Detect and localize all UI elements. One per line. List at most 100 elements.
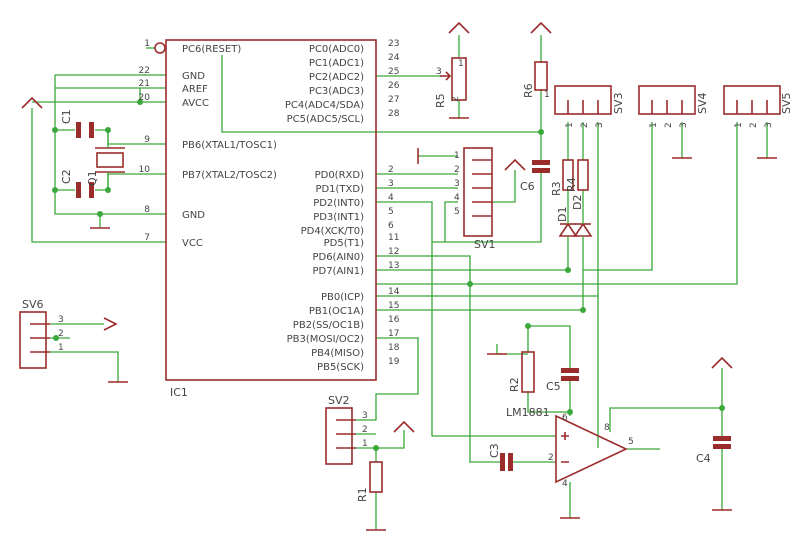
sv5-pin1-wire	[376, 122, 738, 285]
ic1-pin-number: 26	[388, 81, 400, 91]
ic1-pin-name: PD5(T1)	[324, 238, 364, 249]
crystal-q1	[95, 130, 125, 190]
sv6-body	[19, 311, 47, 369]
ic1-pin-name: PB3(MOSI/OC2)	[287, 334, 365, 345]
lm1881-body	[555, 414, 628, 484]
ic1-pin-number: 24	[388, 53, 400, 63]
pin-number-sv3-p1: 1	[565, 122, 575, 128]
pin-number-sv3-p3: 3	[595, 122, 605, 128]
ic1-pin-name: PD7(AIN1)	[312, 266, 364, 277]
pin-number-sv5-p2: 2	[749, 122, 759, 128]
ic1-pin-number: 18	[388, 343, 400, 353]
pin-number-lm-p6: 6	[562, 413, 568, 423]
ic1-pin-number: 11	[388, 233, 399, 243]
junction	[719, 405, 725, 411]
c2-plate	[89, 182, 94, 198]
c5-plate	[561, 376, 579, 381]
ic1-pin-name: VCC	[182, 238, 203, 249]
ic1-pin-number: 15	[388, 301, 399, 311]
pin-number-sv4-p1: 1	[649, 122, 659, 128]
int0-wire	[376, 201, 556, 437]
ic1-pin-name: PD0(RXD)	[315, 170, 364, 181]
ocia-wire	[376, 244, 584, 311]
junction	[52, 127, 58, 133]
junction	[580, 307, 586, 313]
label-r3: R3	[550, 181, 563, 196]
ic1-pin-number: 22	[139, 66, 150, 76]
sv1-pins	[472, 159, 492, 217]
ic1-pin-name: PD4(XCK/T0)	[301, 226, 364, 237]
c2-plate	[76, 182, 81, 198]
label-c6: C6	[520, 180, 535, 193]
pin-number-sv2-p3: 3	[362, 411, 368, 421]
pin-number-sv1-p1: 1	[454, 151, 460, 161]
pin-number-lm-p8: 8	[604, 423, 610, 433]
junction	[565, 267, 571, 273]
ic1-pin-number: 21	[139, 79, 150, 89]
label-d2: D2	[571, 195, 584, 210]
pin-number-sv5-p1: 1	[734, 122, 744, 128]
c3-plate	[500, 453, 505, 471]
sv1-pin4-wire	[444, 201, 458, 242]
label-c1: C1	[60, 109, 73, 124]
pin-number-sv6-p3: 3	[58, 315, 64, 325]
vcc-arrow-r6	[530, 21, 552, 34]
reset-wire	[221, 55, 540, 133]
r2-wire	[527, 326, 570, 413]
ic1-pin-name: PC3(ADC3)	[309, 86, 364, 97]
pin-number-r5-p2: 2	[451, 96, 461, 102]
junction	[373, 445, 379, 451]
ic1-pin-name: PC6(RESET)	[182, 44, 241, 55]
sv2-pins	[336, 419, 356, 449]
sv6-pins	[30, 323, 50, 353]
pin-number-sv4-p2: 2	[664, 122, 674, 128]
pin-number-r5-p3: 3	[436, 67, 442, 77]
sv2-body	[325, 407, 353, 465]
pin-number-r6-p1: 1	[544, 90, 550, 100]
c1-plate	[76, 122, 81, 138]
r6-body	[534, 61, 548, 91]
label-r4: R4	[565, 177, 578, 192]
label-r6: R6	[522, 83, 535, 98]
c6-plate	[532, 160, 550, 165]
r5-wiper	[440, 71, 452, 81]
vcc-arrow-r5	[448, 21, 470, 34]
lm1881-pin8-wire	[609, 407, 722, 432]
ic1-pin-name: PB6(XTAL1/TOSC1)	[182, 140, 277, 151]
ic1-pin-name: PD3(INT1)	[313, 212, 364, 223]
ic1-pin-name: PB1(OC1A)	[309, 306, 364, 317]
ic1-left-pin-group: PC6(RESET)1GND22AREF21AVCC20PB6(XTAL1/TO…	[139, 39, 277, 249]
junction	[525, 323, 531, 329]
d2-body	[573, 222, 593, 237]
ic1-pin-number: 9	[144, 135, 150, 145]
r4-body	[577, 159, 589, 191]
ic1-pin-number: 27	[388, 95, 399, 105]
sv2-pin1-wire	[356, 430, 405, 449]
ic1-pin-name: PB2(SS/OC1B)	[293, 320, 364, 331]
lm1881-input-signs	[561, 432, 569, 463]
vcc-arrow-sv1	[504, 158, 526, 171]
d1-body	[558, 222, 578, 237]
pin-number-sv1-p3: 3	[454, 179, 460, 189]
sv4-pins	[651, 100, 683, 114]
c5-plate	[561, 368, 579, 373]
junction	[53, 335, 59, 341]
junctions	[52, 99, 725, 451]
label-d1: D1	[556, 207, 569, 222]
pin-number-sv1-p2: 2	[454, 165, 460, 175]
ic1-pin-name: PC5(ADC5/SCL)	[287, 114, 364, 125]
pin-number-sv6-p1: 1	[58, 343, 64, 353]
r3-body	[562, 159, 574, 191]
label-sv6: SV6	[22, 298, 44, 311]
ic1-pin-number: 28	[388, 109, 400, 119]
resistors	[369, 57, 589, 493]
pin-number-sv2-p2: 2	[362, 425, 368, 435]
label-c4: C4	[696, 452, 711, 465]
ic1-pin-number: 17	[388, 329, 399, 339]
label-sv1: SV1	[474, 238, 496, 251]
sv5-pins	[736, 100, 768, 114]
label-sv2: SV2	[328, 394, 350, 407]
label-lm1881: LM1881	[506, 406, 550, 419]
